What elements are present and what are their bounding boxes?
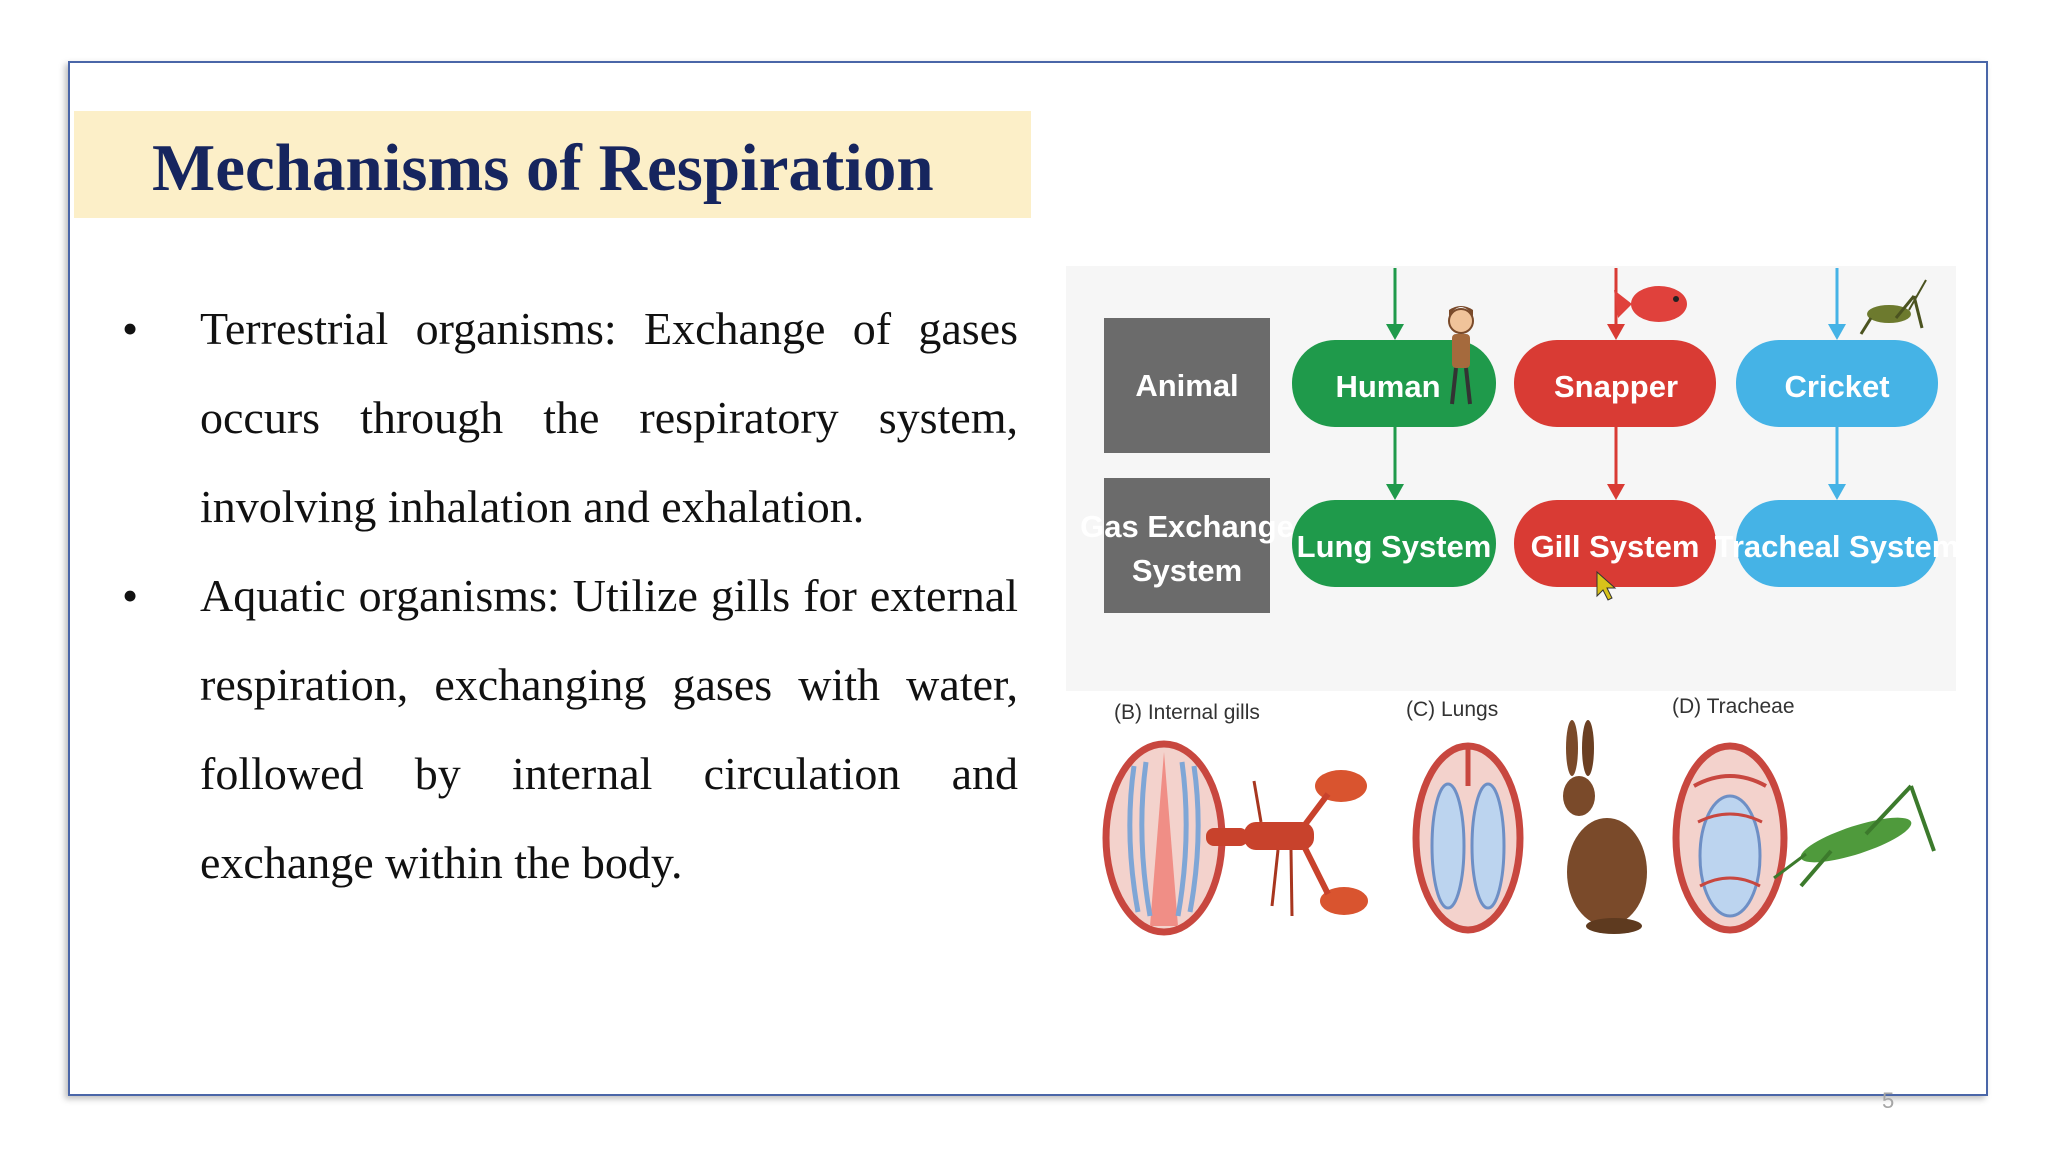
column-cricket: Cricket Tracheal System bbox=[1715, 268, 1956, 587]
bullet-list: • Terrestrial organisms: Exchange of gas… bbox=[118, 284, 1018, 907]
cricket-label: Cricket bbox=[1784, 369, 1889, 404]
gas-exchange-label-line1: Gas Exchange bbox=[1080, 509, 1294, 544]
lung-system-label: Lung System bbox=[1297, 529, 1492, 564]
panel-label-tracheae: (D) Tracheae bbox=[1672, 695, 1795, 718]
arrowhead-icon bbox=[1828, 484, 1846, 500]
tracheae-illustration bbox=[1672, 742, 1788, 934]
panel-label-lungs: (C) Lungs bbox=[1406, 698, 1498, 721]
page-number: 5 bbox=[1882, 1088, 1895, 1113]
animal-label: Animal bbox=[1135, 368, 1238, 403]
bullet-aquatic: • Aquatic organisms: Utilize gills for e… bbox=[118, 551, 1018, 907]
rabbit-icon bbox=[1563, 720, 1647, 934]
fish-icon bbox=[1614, 286, 1687, 322]
arrowhead-icon bbox=[1607, 324, 1625, 340]
lung-system-pill bbox=[1292, 500, 1496, 587]
arrowhead-icon bbox=[1607, 484, 1625, 500]
gas-exchange-label-line2: System bbox=[1132, 553, 1242, 588]
arrowhead-icon bbox=[1386, 324, 1404, 340]
lungs-illustration bbox=[1412, 742, 1524, 934]
gill-system-pill bbox=[1514, 500, 1716, 587]
bullet-text: Terrestrial organisms: Exchange of gases… bbox=[200, 303, 1018, 532]
snapper-pill bbox=[1514, 340, 1716, 427]
person-icon bbox=[1448, 306, 1474, 405]
cricket-icon bbox=[1859, 279, 1927, 335]
gill-system-label: Gill System bbox=[1531, 529, 1700, 564]
arrowhead-icon bbox=[1828, 324, 1846, 340]
bullet-marker: • bbox=[122, 303, 139, 354]
panel-label-internal-gills: (B) Internal gills bbox=[1114, 701, 1260, 724]
human-label: Human bbox=[1335, 369, 1440, 404]
internal-gills-illustration bbox=[1102, 740, 1226, 936]
cricket-pill bbox=[1736, 340, 1938, 427]
column-human: Human Lung System bbox=[1292, 268, 1496, 587]
respiration-diagram-svg: Animal Gas Exchange System Human Lung Sy… bbox=[1066, 266, 1956, 936]
tracheal-system-pill bbox=[1736, 500, 1938, 587]
lobster-icon bbox=[1206, 770, 1368, 917]
grasshopper-icon bbox=[1773, 784, 1936, 888]
bullet-text: Aquatic organisms: Utilize gills for ext… bbox=[200, 570, 1018, 888]
respiration-diagram: Animal Gas Exchange System Human Lung Sy… bbox=[1066, 266, 1956, 938]
title-band bbox=[74, 111, 1031, 218]
snapper-label: Snapper bbox=[1554, 369, 1678, 404]
column-snapper: Snapper Gill System bbox=[1514, 268, 1716, 587]
arrowhead-icon bbox=[1386, 484, 1404, 500]
animal-label-box bbox=[1104, 318, 1270, 453]
slide-title: Mechanisms of Respiration bbox=[152, 131, 934, 205]
gas-exchange-label-box bbox=[1104, 478, 1270, 613]
human-pill bbox=[1292, 340, 1496, 427]
tracheal-system-label: Tracheal System bbox=[1715, 529, 1956, 564]
bullet-marker: • bbox=[122, 570, 139, 621]
mouse-cursor-icon bbox=[1596, 570, 1617, 601]
bullet-terrestrial: • Terrestrial organisms: Exchange of gas… bbox=[118, 284, 1018, 551]
